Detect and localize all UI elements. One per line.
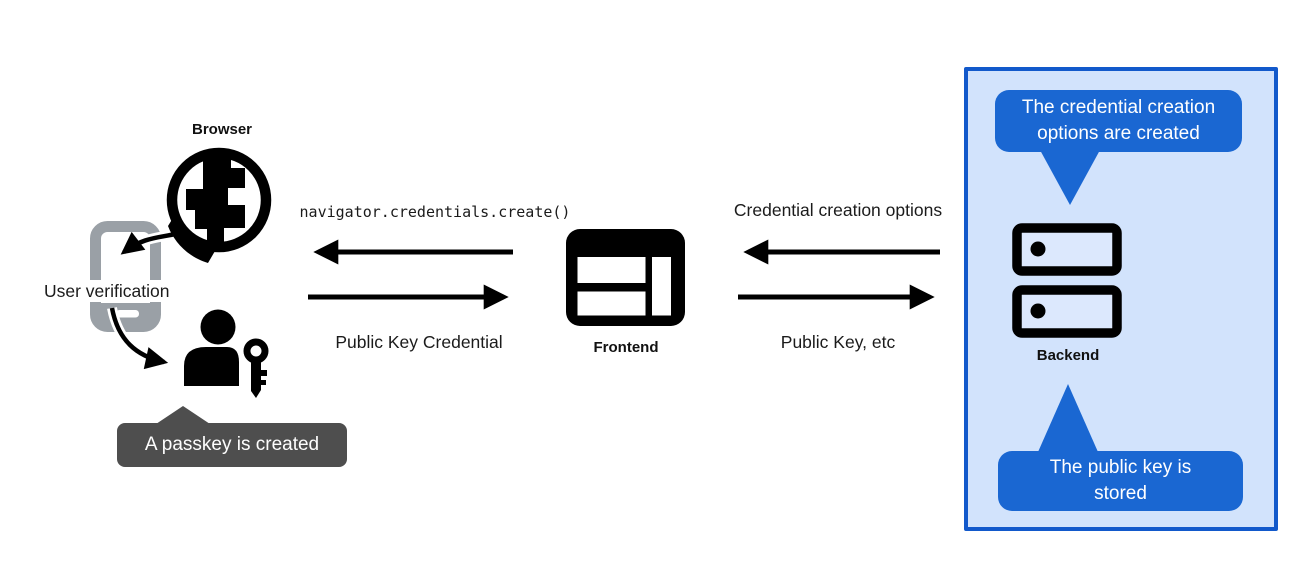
public-key-etc-label: Public Key, etc bbox=[780, 332, 896, 352]
credential-options-created-bubble: The credential creation options are crea… bbox=[995, 90, 1242, 152]
browser-label: Browser bbox=[191, 121, 253, 138]
navigator-credentials-create-label: navigator.credentials.create() bbox=[299, 203, 571, 221]
passkey-created-tooltip: A passkey is created bbox=[117, 423, 347, 467]
public-key-credential-label: Public Key Credential bbox=[335, 332, 503, 352]
passkey-tooltip-pointer bbox=[156, 406, 210, 424]
bubble-top-pointer bbox=[1040, 150, 1100, 205]
backend-label: Backend bbox=[1036, 347, 1100, 364]
frontend-label: Frontend bbox=[593, 339, 659, 356]
server-stack-icon bbox=[1012, 223, 1122, 338]
user-with-key-icon bbox=[184, 309, 272, 398]
user-verification-label: User verification bbox=[41, 280, 173, 302]
bubble-bottom-pointer bbox=[1038, 384, 1098, 452]
credential-creation-options-label: Credential creation options bbox=[733, 200, 943, 220]
browser-window-icon bbox=[566, 229, 685, 326]
globe-browser-icon bbox=[166, 147, 272, 263]
phone-to-user-arrow bbox=[107, 306, 169, 370]
public-key-stored-bubble: The public key is stored bbox=[998, 451, 1243, 511]
